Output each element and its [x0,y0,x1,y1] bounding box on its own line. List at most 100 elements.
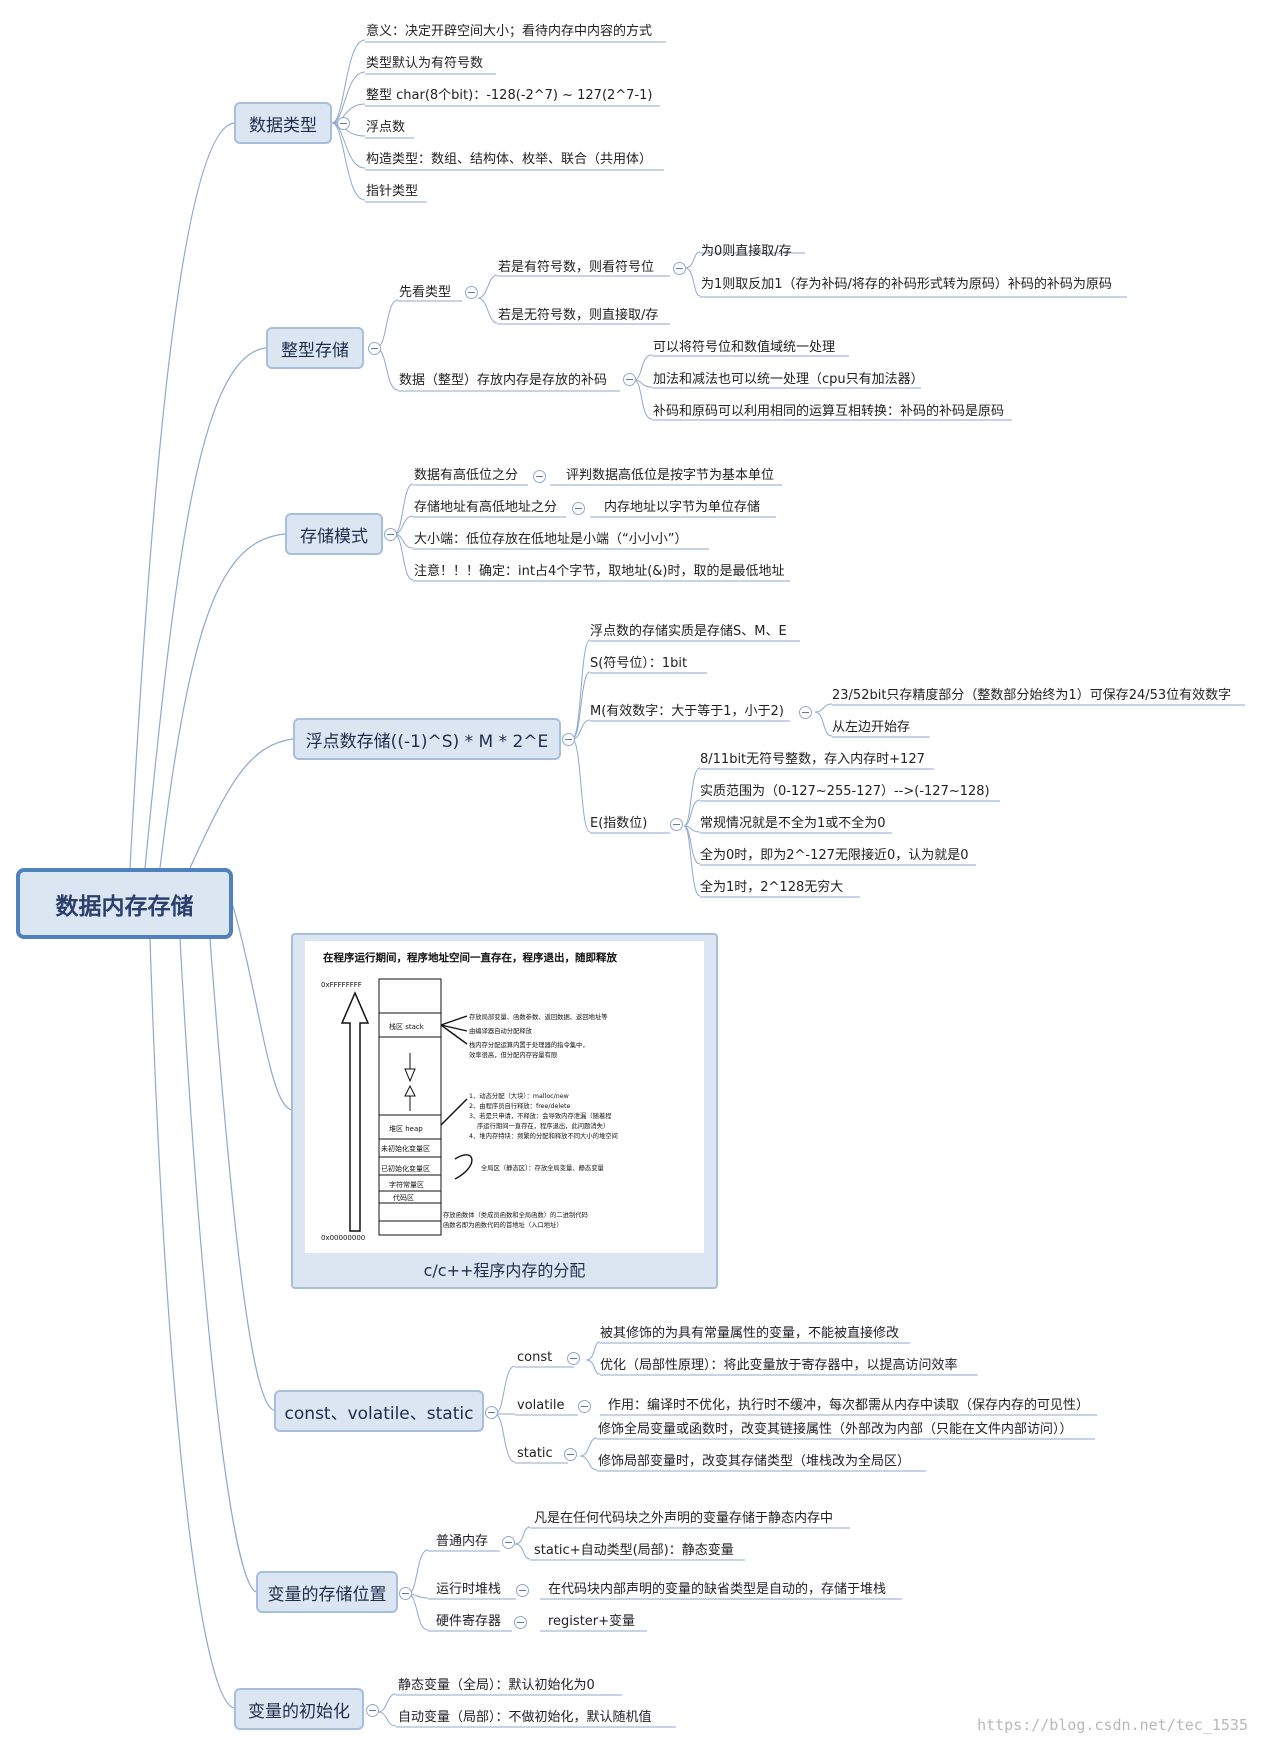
float-e4: 全为0时，即为2^-127无限接近0，认为就是0 [700,848,969,863]
code-note-1: 存放函数体（类成员函数和全局函数）的二进制代码 [443,1210,588,1219]
collapse-toggle-icon[interactable] [564,1448,577,1461]
heap-label: 堆区 heap [389,1124,423,1133]
collapse-toggle-icon[interactable] [623,373,636,386]
stack-note-3: 栈内存分配运算内置于处理器的指令集中， [469,1040,589,1049]
varloc-reg: 硬件寄存器 [436,1614,502,1629]
varinit-auto: 自动变量（局部）：不做初始化，默认随机值 [398,1710,652,1725]
memory-layout-diagram: 在程序运行期间，程序地址空间一直存在，程序退出，随即释放 0xFFFFFFFF … [305,941,704,1253]
cvs-const2: 优化（局部性原理）：将此变量放于寄存器中，以提高访问效率 [600,1358,958,1373]
mode-b1: 内存地址以字节为单位存储 [604,500,761,515]
float-e2: 实质范围为（0-127~255-127）-->(-127~128) [700,784,990,799]
collapse-toggle-icon[interactable] [514,1616,527,1629]
stack-note-2: 由编译器自动分配释放 [469,1026,533,1035]
code-note-2: 函数名即为函数代码的首地址（入口地址） [443,1220,563,1229]
address-arrow-icon [340,991,370,1232]
collapse-toggle-icon[interactable] [572,502,585,515]
float-e5: 全为1时，2^128无穷大 [700,880,844,895]
memory-layout-image-panel[interactable]: 在程序运行期间，程序地址空间一直存在，程序退出，随即释放 0xFFFFFFFF … [291,933,718,1289]
addr-high-label: 0xFFFFFFFF [321,981,362,989]
datatype-item-char: 整型 char(8个bit)：-128(-2^7) ~ 127(2^7-1) [366,88,653,103]
int-c1: 可以将符号位和数值域统一处理 [653,340,836,355]
collapse-toggle-icon[interactable] [562,733,575,746]
collapse-toggle-icon[interactable] [368,342,381,355]
mode-c: 大小端：低位存放在低地址是小端（“小小小”） [414,532,688,547]
collapse-toggle-icon[interactable] [567,1352,580,1365]
mode-a1: 评判数据高低位是按字节为基本单位 [566,468,775,483]
memory-title: 在程序运行期间，程序地址空间一直存在，程序退出，随即释放 [323,951,617,964]
code-segment-label: 代码区 [393,1193,414,1202]
bss-label: 未初始化变量区 [381,1144,430,1153]
data-segment-label: 已初始化变量区 [381,1164,430,1173]
varloc-normal2: static+自动类型(局部)：静态变量 [534,1543,734,1558]
collapse-toggle-icon[interactable] [673,262,686,275]
cvs-volatile1: 作用：编译时不优化，执行时不缓冲，每次都需从内存中读取（保存内存的可见性） [608,1398,1090,1413]
datatype-item-float: 浮点数 [366,120,406,135]
cvs-static2: 修饰局部变量时，改变其存储类型（堆栈改为全局区） [598,1454,911,1469]
int-c2: 加法和减法也可以统一处理（cpu只有加法器） [653,372,924,387]
float-m1: 23/52bit只存精度部分（整数部分始终为1）可保存24/53位有效数字 [832,688,1232,703]
collapse-toggle-icon[interactable] [485,1406,498,1419]
global-area-note: 全局区（静态区）：存放全局变量、静态变量 [481,1163,604,1172]
collapse-toggle-icon[interactable] [384,528,397,541]
collapse-toggle-icon[interactable] [502,1536,515,1549]
collapse-toggle-icon[interactable] [533,470,546,483]
heap-note-1: 1、动态分配（大块）：malloc/new [469,1091,569,1100]
topic-storage-mode[interactable]: 存储模式 [285,513,383,555]
cvs-volatile: volatile [517,1398,565,1413]
int-look-type: 先看类型 [399,285,452,300]
collapse-toggle-icon[interactable] [670,818,683,831]
rodata-label: 字符常量区 [389,1180,424,1189]
int-c3: 补码和原码可以利用相同的运算互相转换：补码的补码是原码 [653,404,1005,419]
collapse-toggle-icon[interactable] [465,286,478,299]
collapse-toggle-icon[interactable] [516,1584,529,1597]
topic-const-volatile-static[interactable]: const、volatile、static [274,1390,484,1432]
topic-float-storage[interactable]: 浮点数存储((-1)^S) * M * 2^E [293,718,561,760]
datatype-item-pointer: 指针类型 [366,184,419,199]
float-s: S(符号位）：1bit [590,656,688,671]
cvs-static: static [517,1446,553,1461]
topic-datatype[interactable]: 数据类型 [234,102,332,144]
root-topic[interactable]: 数据内存存储 [16,868,233,939]
watermark: https://blog.csdn.net/tec_1535 [977,1716,1248,1734]
varloc-normal1: 凡是在任何代码块之外声明的变量存储于静态内存中 [534,1511,834,1526]
int-complement: 数据（整型）存放内存是存放的补码 [399,373,608,388]
heap-note-2: 2、由程序员自行释放：free/delete [469,1101,570,1110]
datatype-item-meaning: 意义：决定开辟空间大小；看待内存中内容的方式 [366,24,653,39]
collapse-toggle-icon[interactable] [366,1704,379,1717]
varloc-normal: 普通内存 [436,1534,489,1549]
memory-image-caption: c/c++程序内存的分配 [423,1261,586,1280]
collapse-toggle-icon[interactable] [337,117,350,130]
float-e3: 常规情况就是不全为1或不全为0 [700,816,886,831]
float-m2: 从左边开始存 [832,720,911,735]
heap-note-4: 序运行期间一直存在，程序退出，此问题消失） [477,1121,609,1130]
stack-label: 栈区 stack [389,1022,425,1031]
heap-note-5: 4、堆内存特块：频繁的分配和释放不同大小的堆空间 [469,1131,618,1140]
topic-int-storage[interactable]: 整型存储 [266,327,364,369]
datatype-item-signed-default: 类型默认为有符号数 [366,56,484,71]
varloc-runstack: 运行时堆栈 [436,1582,502,1597]
datatype-item-composite: 构造类型：数组、结构体、枚举、联合（共用体） [366,152,653,167]
heap-note-3: 3、若是只申请，不释放：会导致内存泄漏（随着程 [469,1111,612,1120]
mode-d: 注意！！！确定：int占4个字节，取地址(&)时，取的是最低地址 [414,564,785,579]
topic-variable-location[interactable]: 变量的存储位置 [256,1571,398,1613]
int-signed: 若是有符号数，则看符号位 [498,260,655,275]
int-unsigned: 若是无符号数，则直接取/存 [498,308,659,323]
float-e1: 8/11bit无符号整数，存入内存时+127 [700,752,925,767]
int-sign0: 为0则直接取/存 [701,244,792,259]
varloc-reg1: register+变量 [548,1614,636,1629]
cvs-const1: 被其修饰的为具有常量属性的变量，不能被直接修改 [600,1326,900,1341]
collapse-toggle-icon[interactable] [578,1400,591,1413]
stack-note-4: 效率很高，但分配内存容量有限 [469,1050,558,1059]
topic-variable-init[interactable]: 变量的初始化 [234,1688,364,1730]
float-essence: 浮点数的存储实质是存储S、M、E [590,624,787,639]
int-sign1: 为1则取反加1（存为补码/将存的补码形式转为原码）补码的补码为原码 [701,277,1112,292]
stack-note-1: 存放局部变量、函数参数、返回数据、返回地址等 [469,1012,608,1021]
mode-a: 数据有高低位之分 [414,468,519,483]
varinit-static: 静态变量（全局）：默认初始化为0 [398,1678,595,1693]
collapse-toggle-icon[interactable] [399,1587,412,1600]
addr-low-label: 0x00000000 [321,1234,365,1242]
float-e: E(指数位) [590,816,648,831]
collapse-toggle-icon[interactable] [799,706,812,719]
mode-b: 存储地址有高低地址之分 [414,500,558,515]
